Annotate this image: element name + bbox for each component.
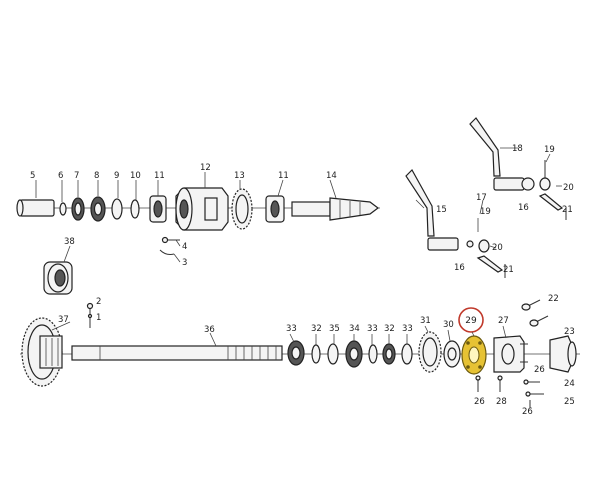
callout-37: 37 [58,315,69,325]
callout-8: 8 [94,171,99,181]
callout-25: 25 [564,397,575,407]
callout-24: 24 [564,379,575,389]
part-31-ring [418,331,442,373]
callout-27: 27 [498,316,509,326]
part-11-bearing [149,195,167,223]
part-5-sleeve [16,199,55,217]
callout-19: 19 [544,145,555,155]
callout-33-second: 33 [367,324,378,334]
lower-main-shaft [20,261,580,408]
part-35-ring [327,343,339,365]
callout-22: 22 [548,294,559,304]
part-13-ring [231,188,253,230]
part-6-ring [59,202,67,216]
callout-26: 26 [534,365,545,375]
part-36-shaft [71,345,283,361]
callout-30: 30 [443,320,454,330]
callout-19-second: 19 [480,207,491,217]
leader-lines [35,147,562,347]
upper-right-levers [405,117,567,278]
callout-labels: 5 6 7 8 9 10 11 12 13 11 14 4 3 18 19 20… [30,144,575,417]
callout-34: 34 [349,324,360,334]
part-15-lever [405,169,506,278]
part-32-ring [311,344,321,364]
part-19-20-fittings [538,160,567,220]
callout-26-second: 26 [474,397,485,407]
callout-26-third: 26 [522,407,533,417]
part-14-pinion-shaft [291,197,379,221]
callout-10: 10 [130,171,141,181]
part-32-bearing [382,343,396,365]
callout-20-second: 20 [492,243,503,253]
parts-4-3-pins [159,236,181,263]
part-18-lever [469,117,535,191]
callout-17: 17 [476,193,487,203]
callout-13: 13 [234,171,245,181]
part-12-housing [175,187,229,231]
part-8-bearing [90,196,106,222]
callout-31: 31 [420,316,431,326]
part-38-coupling [43,261,73,295]
callout-33-third: 33 [402,324,413,334]
callout-35: 35 [329,324,340,334]
callout-5: 5 [30,171,35,181]
callout-11-second: 11 [278,171,289,181]
callout-32: 32 [311,324,322,334]
part-30-ring [443,340,461,368]
part-34-bearing [345,340,363,368]
callout-2: 2 [96,297,101,307]
callout-38: 38 [64,237,75,247]
parts-1-2-pin [86,302,94,328]
callout-16-second: 16 [454,263,465,273]
part-37-gear [21,317,63,387]
part-7-bearing [71,197,85,221]
callout-36: 36 [204,325,215,335]
callout-16: 16 [518,203,529,213]
highlight-callout-29[interactable]: 29 [458,307,484,337]
callout-32-second: 32 [384,324,395,334]
part-10-ring [130,199,140,219]
part-33-bearing [287,340,305,366]
part-33-ring-second [401,343,413,365]
callout-33: 33 [286,324,297,334]
callout-9: 9 [114,171,119,181]
part-23-cap [549,335,577,373]
upper-shaft-assembly [16,187,380,263]
callout-23: 23 [564,327,575,337]
highlight-ring [458,307,484,333]
callout-21: 21 [562,205,573,215]
part-27-housing [493,335,528,373]
part-9-ring [111,198,123,220]
part-11-bearing-second [265,195,285,223]
callout-3: 3 [182,258,187,268]
callout-28: 28 [496,397,507,407]
part-29-highlighted[interactable] [461,335,487,375]
callout-7: 7 [74,171,79,181]
callout-4: 4 [182,242,187,252]
callout-21-second: 21 [503,265,514,275]
callout-11: 11 [154,171,165,181]
callout-18: 18 [512,144,523,154]
callout-29: 29 [465,316,477,326]
callout-15: 15 [436,205,447,215]
callout-14: 14 [326,171,337,181]
part-33-ring [368,344,378,364]
part-22-studs [521,299,549,327]
callout-20: 20 [563,183,574,193]
callout-6: 6 [58,171,63,181]
callout-12: 12 [200,163,211,173]
lower-bolts [475,375,544,408]
callout-1: 1 [96,313,101,323]
